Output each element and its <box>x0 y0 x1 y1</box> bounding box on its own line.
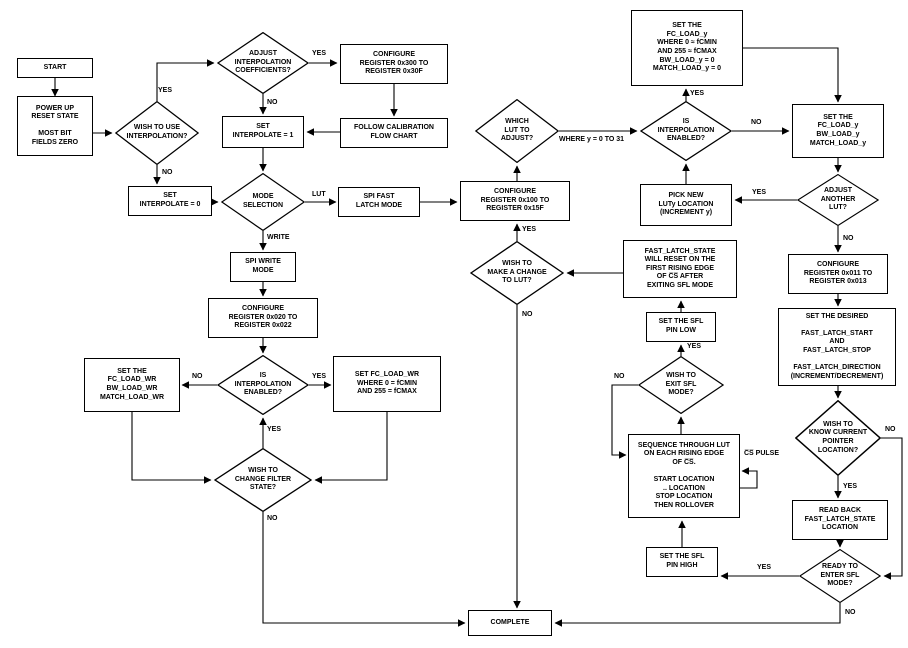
decision-label: ADJUST INTERPOLATION COEFFICIENTS? <box>234 50 292 75</box>
node-fast-latch-state-reset-note: FAST_LATCH_STATE WILL RESET ON THE FIRST… <box>623 240 737 298</box>
decision-label: IS INTERPOLATION ENABLED? <box>234 372 292 397</box>
node-set-fc-load-y: SET THE FC_LOAD_y BW_LOAD_y MATCH_LOAD_y <box>792 104 884 158</box>
decision-label: ADJUST ANOTHER LUT? <box>820 187 856 212</box>
flow-arrow <box>156 59 215 101</box>
node-follow-calibration: FOLLOW CALIBRATION FLOW CHART <box>340 118 448 148</box>
decision-which-lut-to-adjust: WHICH LUT TO ADJUST? <box>475 99 559 163</box>
decision-mode-selection: MODE SELECTION <box>221 173 305 231</box>
edge-label-yes: YES <box>690 90 705 97</box>
edge-label-yes: YES <box>752 189 767 196</box>
flow-arrow <box>131 412 212 484</box>
node-sequence-through-lut: SEQUENCE THROUGH LUT ON EACH RISING EDGE… <box>628 434 740 518</box>
node-configure-reg-0x300: CONFIGURE REGISTER 0x300 TO REGISTER 0x3… <box>340 44 448 84</box>
edge-label-write: WRITE <box>267 234 290 241</box>
decision-label: WISH TO USE INTERPOLATION? <box>126 124 188 140</box>
diamond-shape <box>640 101 732 161</box>
diamond-shape <box>470 241 564 305</box>
diamond-shape <box>638 356 724 414</box>
node-set-interpolate-0: SET INTERPOLATE = 0 <box>128 186 212 216</box>
node-start: START <box>17 58 93 78</box>
decision-label: WISH TO CHANGE FILTER STATE? <box>234 467 292 492</box>
diamond-shape <box>799 549 881 603</box>
node-configure-reg-0x020: CONFIGURE REGISTER 0x020 TO REGISTER 0x0… <box>208 298 318 338</box>
diamond-shape <box>115 101 199 165</box>
decision-wish-make-change-to-lut: WISH TO MAKE A CHANGE TO LUT? <box>470 241 564 305</box>
edge-label-yes: YES <box>522 226 537 233</box>
decision-wish-exit-sfl-mode: WISH TO EXIT SFL MODE? <box>638 356 724 414</box>
decision-label: WISH TO KNOW CURRENT POINTER LOCATION? <box>808 420 868 454</box>
edge-label-yes: YES <box>687 343 702 350</box>
decision-adjust-interp-coefficients: ADJUST INTERPOLATION COEFFICIENTS? <box>217 32 309 94</box>
diamond-shape <box>475 99 559 163</box>
node-set-fc-load-y-values: SET THE FC_LOAD_y WHERE 0 ≈ fCMIN AND 25… <box>631 10 743 86</box>
edge-label-no: NO <box>843 235 854 242</box>
node-configure-reg-0x011: CONFIGURE REGISTER 0x011 TO REGISTER 0x0… <box>788 254 888 294</box>
decision-ready-enter-sfl-mode: READY TO ENTER SFL MODE? <box>799 549 881 603</box>
node-power-up-reset: POWER UP RESET STATE MOST BIT FIELDS ZER… <box>17 96 93 156</box>
node-pick-new-luty: PICK NEW LUTy LOCATION (INCREMENT y) <box>640 184 732 226</box>
flow-arrow <box>554 603 841 627</box>
node-set-fc-load-wr: SET THE FC_LOAD_WR BW_LOAD_WR MATCH_LOAD… <box>84 358 180 412</box>
node-set-desired-fast-latch: SET THE DESIRED FAST_LATCH_START AND FAS… <box>778 308 896 386</box>
edge-label-yes: YES <box>312 373 327 380</box>
decision-adjust-another-lut: ADJUST ANOTHER LUT? <box>797 174 879 226</box>
decision-label: IS INTERPOLATION ENABLED? <box>657 118 715 143</box>
decision-wish-know-pointer-location: WISH TO KNOW CURRENT POINTER LOCATION? <box>795 400 881 476</box>
flow-arrow <box>743 47 842 103</box>
node-configure-reg-0x100: CONFIGURE REGISTER 0x100 TO REGISTER 0x1… <box>460 181 570 221</box>
decision-is-interpolation-enabled-right: IS INTERPOLATION ENABLED? <box>640 101 732 161</box>
edge-label-no: NO <box>192 373 203 380</box>
flow-arrow <box>740 467 758 489</box>
decision-label: READY TO ENTER SFL MODE? <box>820 563 860 588</box>
node-read-back-fast-latch-state: READ BACK FAST_LATCH_STATE LOCATION <box>792 500 888 540</box>
edge-label-no: NO <box>614 373 625 380</box>
node-spi-fast-latch-mode: SPI FAST LATCH MODE <box>338 187 420 217</box>
edge-label-yes: YES <box>843 483 858 490</box>
node-set-interpolate-1: SET INTERPOLATE = 1 <box>222 116 304 148</box>
node-set-sfl-pin-high: SET THE SFL PIN HIGH <box>646 547 718 577</box>
edge-label-where-y-range: WHERE y = 0 TO 31 <box>559 136 625 143</box>
flow-arrow <box>611 384 638 459</box>
decision-label: WISH TO MAKE A CHANGE TO LUT? <box>487 260 547 285</box>
flow-arrow <box>314 412 388 484</box>
decision-label: WHICH LUT TO ADJUST? <box>500 118 534 143</box>
decision-wish-change-filter-state: WISH TO CHANGE FILTER STATE? <box>214 448 312 512</box>
diamond-shape <box>214 448 312 512</box>
flow-arrow <box>881 437 903 580</box>
edge-label-no: NO <box>162 169 173 176</box>
node-set-sfl-pin-low: SET THE SFL PIN LOW <box>646 312 716 342</box>
decision-is-interpolation-enabled-left: IS INTERPOLATION ENABLED? <box>217 355 309 415</box>
edge-label-no: NO <box>267 515 278 522</box>
decision-wish-use-interpolation: WISH TO USE INTERPOLATION? <box>115 101 199 165</box>
diamond-shape <box>217 355 309 415</box>
node-set-fc-load-wr-where: SET FC_LOAD_WR WHERE 0 = fCMIN AND 255 =… <box>333 356 441 412</box>
edge-label-no: NO <box>267 99 278 106</box>
diamond-shape <box>797 174 879 226</box>
edge-label-no: NO <box>885 426 896 433</box>
flow-arrow <box>262 512 466 627</box>
edge-label-yes: YES <box>158 87 173 94</box>
edge-label-yes: YES <box>267 426 282 433</box>
edge-label-cs-pulse: C̅S̅ PULSE <box>744 450 780 457</box>
decision-label: WISH TO EXIT SFL MODE? <box>665 372 697 397</box>
edge-label-no: NO <box>845 609 856 616</box>
diamond-shape <box>795 400 881 476</box>
node-complete: COMPLETE <box>468 610 552 636</box>
edge-label-yes: YES <box>312 50 327 57</box>
diamond-shape <box>217 32 309 94</box>
edge-label-lut: LUT <box>312 191 326 198</box>
edge-label-no: NO <box>751 119 762 126</box>
edge-label-yes: YES <box>757 564 772 571</box>
node-spi-write-mode: SPI WRITE MODE <box>230 252 296 282</box>
diamond-shape <box>221 173 305 231</box>
edge-label-no: NO <box>522 311 533 318</box>
decision-label: MODE SELECTION <box>242 193 284 209</box>
